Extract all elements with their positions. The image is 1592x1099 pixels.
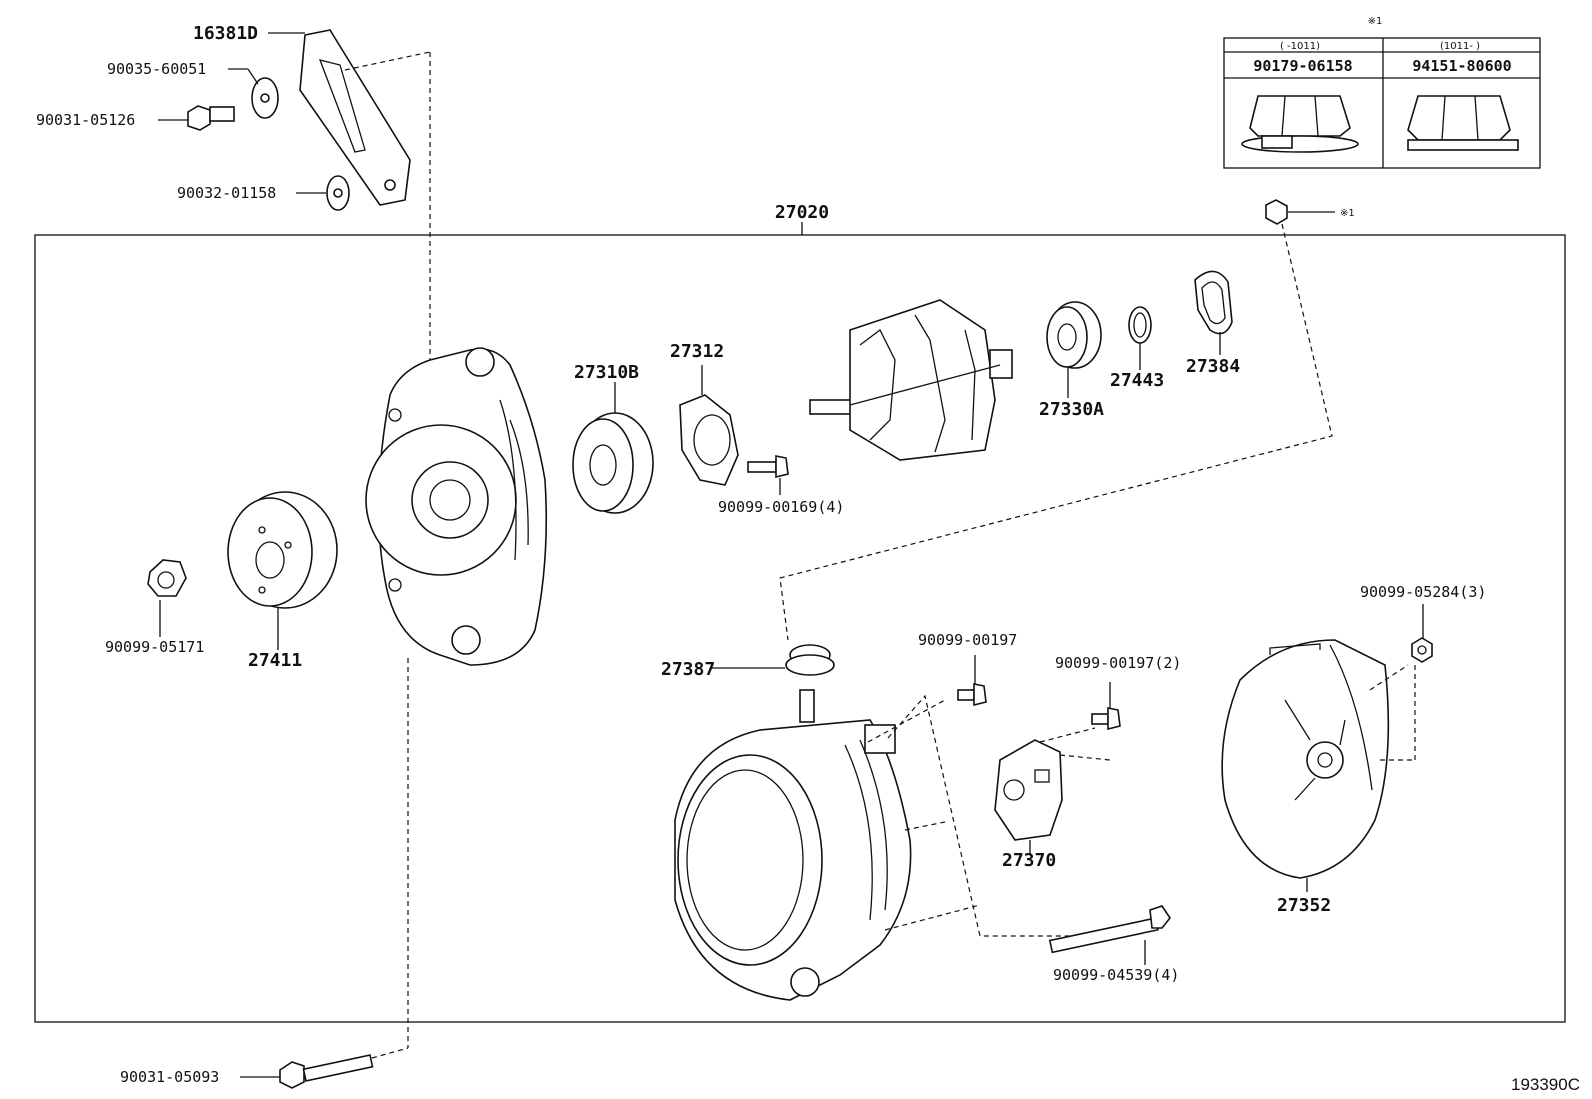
insulator-27387 xyxy=(785,644,835,676)
drive-end-frame xyxy=(365,347,548,666)
bearing-27310b xyxy=(572,412,654,514)
rectifier-end-frame xyxy=(674,689,912,1001)
part-90032-01158-label: 90032-01158 xyxy=(177,184,276,202)
part-90031-05126-label: 90031-05126 xyxy=(36,111,135,129)
retainer-plate-27312 xyxy=(679,394,739,486)
hex-nut-drawing xyxy=(1407,95,1519,151)
flange-nut-drawing xyxy=(1241,95,1359,153)
part-27312-label: 27312 xyxy=(670,341,724,362)
part-27387-label: 27387 xyxy=(661,659,715,680)
part-90099-00197-label: 90099-00197 xyxy=(918,631,1017,649)
part-27330a-label: 27330A xyxy=(1039,399,1104,420)
through-bolt-90099-04539 xyxy=(1048,905,1171,954)
variant-range-2: (1011- ) xyxy=(1440,41,1480,52)
part-27443-label: 27443 xyxy=(1110,370,1164,391)
part-90099-05171-label: 90099-05171 xyxy=(105,638,204,656)
part-27352-label: 27352 xyxy=(1277,895,1331,916)
part-90099-00169-label: 90099-00169(4) xyxy=(718,498,844,516)
variant-table: ※1 ( -1011) (1011- ) 90179-06158 94151-8… xyxy=(1223,16,1541,169)
part-90099-05284-label: 90099-05284(3) xyxy=(1360,583,1486,601)
part-90099-00197-2-label: 90099-00197(2) xyxy=(1055,654,1181,672)
bolt-90031-05126 xyxy=(187,105,235,131)
screw-90099-00197 xyxy=(957,683,987,707)
part-90099-04539-label: 90099-04539(4) xyxy=(1053,966,1179,984)
bearing-27330a xyxy=(1046,301,1102,369)
bracket-16381d xyxy=(299,29,411,206)
pulley-27411 xyxy=(227,491,338,609)
screw-90099-00197-2 xyxy=(1091,707,1121,731)
variant-table-marker: ※1 xyxy=(1368,16,1383,27)
reference-code: 193390C xyxy=(1511,1075,1580,1094)
cover-27384 xyxy=(1194,270,1233,335)
rear-cover-27352 xyxy=(1221,639,1390,879)
bolt-90031-05093 xyxy=(279,1054,374,1089)
variant-part-1: 90179-06158 xyxy=(1253,57,1352,75)
terminal-note-marker: ※1 xyxy=(1340,208,1355,219)
part-27411-label: 27411 xyxy=(248,650,302,671)
assembly-number: 27020 xyxy=(775,202,829,223)
part-27384-label: 27384 xyxy=(1186,356,1240,377)
part-27370-label: 27370 xyxy=(1002,850,1056,871)
nut-90099-05171 xyxy=(147,559,187,597)
variant-part-2: 94151-80600 xyxy=(1412,57,1511,75)
variant-range-1: ( -1011) xyxy=(1280,41,1320,52)
part-90031-05093-label: 90031-05093 xyxy=(120,1068,219,1086)
rotor-assembly xyxy=(809,299,1013,461)
assembly-frame xyxy=(34,234,1566,1023)
part-27310b-label: 27310B xyxy=(574,362,639,383)
screw-90099-00169 xyxy=(747,455,789,479)
terminal-nut xyxy=(1265,199,1288,225)
part-16381d-label: 16381D xyxy=(193,23,258,44)
nut-90099-05284 xyxy=(1411,637,1433,663)
regulator-27370 xyxy=(994,739,1063,841)
part-90035-60051-label: 90035-60051 xyxy=(107,60,206,78)
